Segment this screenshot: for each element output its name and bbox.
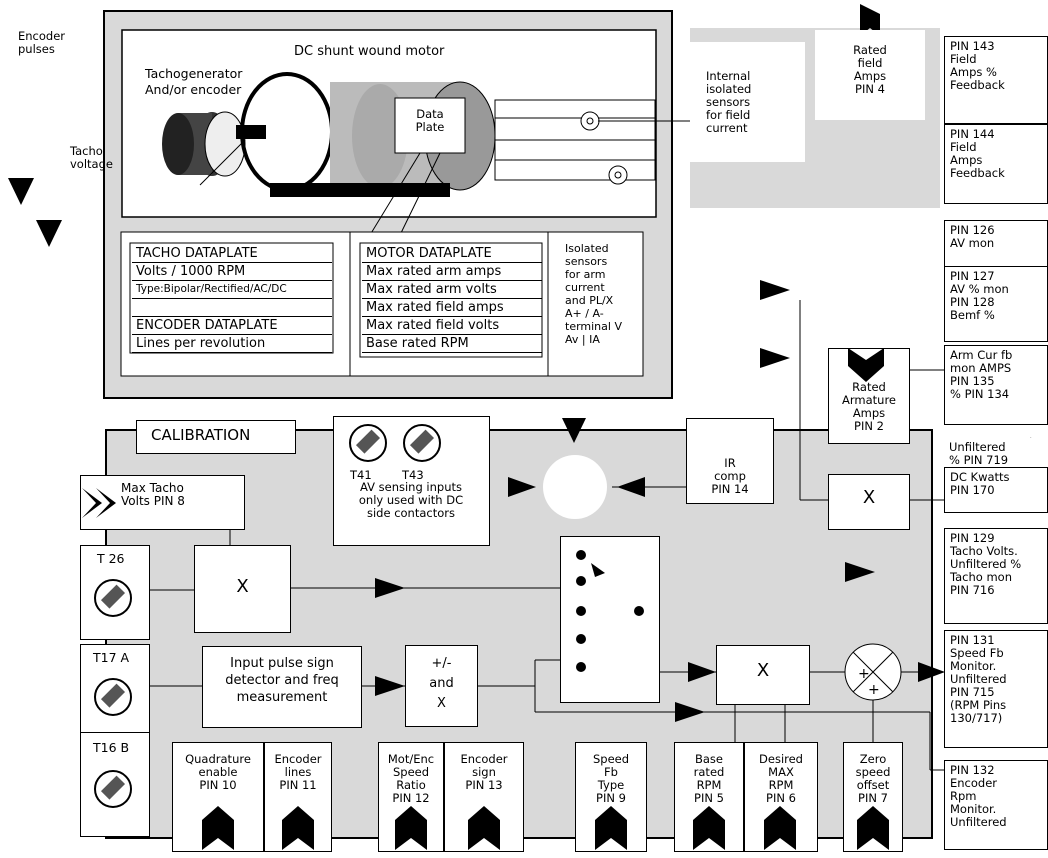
screw-terminal-icon: [94, 678, 132, 716]
screw-terminal-icon: [94, 770, 132, 808]
data-plate-label: Data Plate: [415, 107, 445, 134]
av-sensing-terminal-box: T41 T43 AV sensing inputs only used with…: [333, 416, 490, 546]
max-tacho-box: Max Tacho Volts PIN 8: [80, 475, 245, 530]
pin-129-box: PIN 129 Tacho Volts. Unfiltered % Tacho …: [944, 528, 1048, 624]
motor-dataplate: MOTOR DATAPLATE Max rated arm amps Max r…: [362, 245, 542, 353]
rated-field-amps: Rated field Amps PIN 4: [815, 30, 925, 120]
chevron-right-icon: [82, 488, 116, 518]
screw-terminal-icon: [94, 579, 132, 617]
tacho-dataplate: TACHO DATAPLATE Volts / 1000 RPM Type:Bi…: [132, 245, 332, 353]
t17a-terminal: T17 A: [80, 644, 150, 734]
tacho-voltage-label: Tacho voltage: [70, 144, 113, 171]
isolated-arm-sensors: Isolated sensors for arm current and PL/…: [565, 242, 622, 346]
switch-contacts-icon: [576, 550, 644, 672]
tacho-generator-label: Tachogenerator And/or encoder: [145, 66, 243, 97]
svg-text:+: +: [858, 666, 870, 682]
tacho-dataplate-row: [132, 299, 332, 317]
motor-title: DC shunt wound motor: [294, 44, 445, 59]
t43-label: T43: [402, 468, 424, 482]
tacho-dataplate-row: Volts / 1000 RPM: [132, 263, 332, 281]
motor-dataplate-row: Max rated arm amps: [362, 263, 542, 281]
t26-terminal: T 26: [80, 545, 150, 640]
t17a-label: T17 A: [93, 650, 130, 665]
pin-12-box: Mot/Enc Speed Ratio PIN 12: [378, 742, 444, 852]
arm-cur-box: Arm Cur fb mon AMPS PIN 135 % PIN 134: [944, 345, 1048, 425]
tacho-dataplate-row: Lines per revolution: [132, 335, 332, 353]
av-sensing-label: AV sensing inputs only used with DC side…: [358, 480, 464, 520]
pin-127-box: PIN 127 AV % mon PIN 128 Bemf %: [944, 266, 1048, 342]
t16b-label: T16 B: [93, 740, 130, 755]
speed-fb-selector-switch[interactable]: [560, 536, 660, 703]
t26-label: T 26: [97, 551, 125, 566]
pin-126-box: PIN 126 AV mon: [944, 220, 1048, 268]
motor-dataplate-title: MOTOR DATAPLATE: [362, 245, 542, 263]
multiply-block-tacho: X: [194, 545, 291, 633]
pulse-detector-box: Input pulse sign detector and freq measu…: [202, 646, 362, 728]
motor-dataplate-row: Max rated arm volts: [362, 281, 542, 299]
tacho-dataplate-row: Type:Bipolar/Rectified/AC/DC: [132, 281, 332, 299]
encoder-dataplate-title: ENCODER DATAPLATE: [132, 317, 332, 335]
screw-terminal-icon: [403, 424, 441, 462]
encoder-pulses-label: Encoder pulses: [18, 29, 66, 56]
pin-6-box: Desired MAX RPM PIN 6: [744, 742, 818, 852]
pin-7-box: Zero speed offset PIN 7: [843, 742, 903, 852]
multiply-block-speed: X: [716, 645, 810, 705]
calibration-title: CALIBRATION: [136, 420, 296, 454]
pin-10-box: Quadrature enable PIN 10: [172, 742, 264, 852]
pin-144-box: PIN 144 Field Amps Feedback: [944, 124, 1048, 204]
pin-9-box: Speed Fb Type PIN 9: [575, 742, 647, 852]
pin-143-box: PIN 143 Field Amps % Feedback: [944, 36, 1048, 124]
pin-132-box: PIN 132 Encoder Rpm Monitor. Unfiltered: [944, 760, 1048, 850]
motor-dataplate-row: Max rated field volts: [362, 317, 542, 335]
t41-label: T41: [350, 468, 372, 482]
pin-13-box: Encoder sign PIN 13: [444, 742, 524, 852]
t16b-terminal: T16 B: [80, 732, 150, 837]
screw-terminal-icon: [349, 424, 387, 462]
dc-kwatts-box: DC Kwatts PIN 170: [944, 467, 1048, 513]
ir-comp-box: IR comp PIN 14: [686, 418, 774, 504]
pin-131-box: PIN 131 Speed Fb Monitor. Unfiltered PIN…: [944, 630, 1048, 748]
motor-dataplate-row: Max rated field amps: [362, 299, 542, 317]
motor-dataplate-row: Base rated RPM: [362, 335, 542, 353]
pin-5-box: Base rated RPM PIN 5: [674, 742, 744, 852]
chevron-down-icon: [848, 348, 884, 384]
multiply-block-top: X: [828, 474, 910, 530]
pin-11-box: Encoder lines PIN 11: [264, 742, 332, 852]
field-sensors-label: Internal isolated sensors for field curr…: [690, 42, 805, 162]
tacho-dataplate-title: TACHO DATAPLATE: [132, 245, 332, 263]
plusminus-block: +/- and X: [405, 645, 478, 727]
unfiltered-719-label: Unfiltered % PIN 719: [944, 438, 1048, 467]
svg-text:+: +: [868, 682, 880, 698]
